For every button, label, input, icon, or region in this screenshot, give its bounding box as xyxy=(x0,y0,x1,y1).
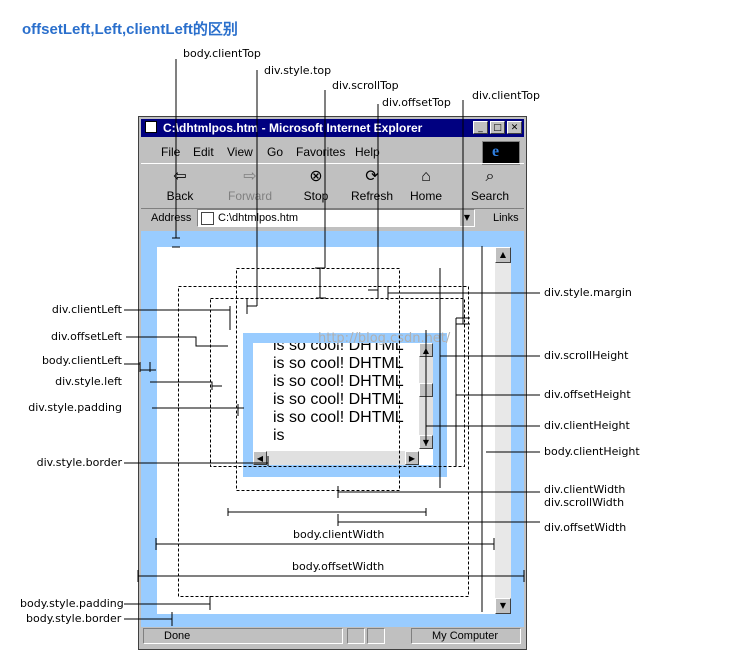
label-div-offsetleft: div.offsetLeft xyxy=(50,330,122,343)
label-div-clientwidth: div.clientWidth xyxy=(544,483,626,496)
label-div-clientleft: div.clientLeft xyxy=(51,303,122,316)
label-div-scrolltop: div.scrollTop xyxy=(332,79,399,92)
minimize-button[interactable]: _ xyxy=(473,121,488,134)
div-horizontal-scrollbar[interactable]: ◀ ▶ xyxy=(253,451,419,465)
search-icon: ⌕ xyxy=(485,168,495,185)
stop-icon: ⊗ xyxy=(309,168,323,185)
stop-button[interactable]: ⊗ Stop xyxy=(303,168,329,203)
label-div-style-left: div.style.left xyxy=(55,375,122,388)
watermark: http://blog.csdn.net/ xyxy=(318,331,451,346)
back-arrow-icon: ⇦ xyxy=(173,168,187,185)
close-button[interactable]: ✕ xyxy=(507,121,522,134)
div-content: is so cool! DHTML is so cool! DHTML is s… xyxy=(253,343,433,465)
scroll-left-icon[interactable]: ◀ xyxy=(253,451,267,465)
label-body-clientwidth: body.clientWidth xyxy=(293,528,385,541)
status-zone: My Computer xyxy=(411,628,521,644)
status-text: Done xyxy=(143,628,343,644)
label-body-style-border: body.style.border xyxy=(26,612,122,625)
label-div-scrollheight: div.scrollHeight xyxy=(544,349,629,362)
label-div-offsetwidth: div.offsetWidth xyxy=(544,521,627,534)
label-div-style-border: div.style.border xyxy=(36,456,122,469)
page-icon xyxy=(201,212,214,225)
refresh-icon: ⟳ xyxy=(365,168,379,185)
status-panel-1 xyxy=(347,628,365,644)
label-body-clientheight: body.clientHeight xyxy=(544,445,640,458)
menu-bar: File Edit View Go Favorites Help e xyxy=(141,139,524,165)
label-div-clientheight: div.clientHeight xyxy=(544,419,630,432)
label-body-clienttop: body.clientTop xyxy=(183,47,261,60)
home-icon: ⌂ xyxy=(421,168,431,185)
menu-favorites[interactable]: Favorites xyxy=(296,145,346,159)
body-scroll-up-icon[interactable]: ▲ xyxy=(495,247,511,263)
div-box: is so cool! DHTML is so cool! DHTML is s… xyxy=(243,333,447,477)
title-bar: C:\dhtmlpos.htm - Microsoft Internet Exp… xyxy=(141,119,524,137)
menu-go[interactable]: Go xyxy=(267,145,284,159)
refresh-button[interactable]: ⟳ Refresh xyxy=(350,168,394,203)
label-div-offsetheight: div.offsetHeight xyxy=(544,388,631,401)
status-bar: Done My Computer xyxy=(141,627,524,647)
div-margin-box xyxy=(236,268,400,491)
home-button[interactable]: ⌂ Home xyxy=(409,168,442,203)
address-input[interactable]: C:\dhtmlpos.htm ▼ xyxy=(197,209,475,227)
address-bar: Address C:\dhtmlpos.htm ▼ Links xyxy=(141,208,524,230)
back-button[interactable]: ⇦ Back xyxy=(166,168,194,203)
label-div-style-top: div.style.top xyxy=(264,64,332,77)
label-div-clienttop: div.clientTop xyxy=(472,89,540,102)
forward-arrow-icon: ⇨ xyxy=(243,168,257,185)
label-body-offsetwidth: body.offsetWidth xyxy=(292,560,385,573)
label-body-style-padding: body.style.padding xyxy=(20,597,124,610)
body-padding-box xyxy=(178,286,469,597)
label-div-scrollwidth: div.scrollWidth xyxy=(544,496,625,509)
label-div-style-padding: div.style.padding xyxy=(28,401,122,414)
label-body-clientleft: body.clientLeft xyxy=(41,354,122,367)
label-div-style-margin: div.style.margin xyxy=(544,286,632,299)
scroll-right-icon[interactable]: ▶ xyxy=(405,451,419,465)
search-button[interactable]: ⌕ Search xyxy=(470,168,510,203)
maximize-button[interactable]: □ xyxy=(490,121,505,134)
ie-window: C:\dhtmlpos.htm - Microsoft Internet Exp… xyxy=(138,116,527,650)
window-title: C:\dhtmlpos.htm - Microsoft Internet Exp… xyxy=(163,121,423,135)
links-button[interactable]: Links xyxy=(493,212,519,224)
body-area: is so cool! DHTML is so cool! DHTML is s… xyxy=(157,247,495,614)
menu-edit[interactable]: Edit xyxy=(193,145,214,159)
label-div-offsettop: div.offsetTop xyxy=(382,96,451,109)
div-text: is so cool! DHTML is so cool! DHTML is s… xyxy=(273,343,404,444)
forward-button[interactable]: ⇨ Forward xyxy=(227,168,272,203)
ie-logo-icon: e xyxy=(482,141,520,165)
client-area: is so cool! DHTML is so cool! DHTML is s… xyxy=(141,231,524,627)
page-title: offsetLeft,Left,clientLeft的区别 xyxy=(22,21,238,38)
menu-help[interactable]: Help xyxy=(355,145,380,159)
status-panel-2 xyxy=(367,628,385,644)
body-scroll-down-icon[interactable]: ▼ xyxy=(495,598,511,614)
toolbar: ⇦ Back ⇨ Forward ⊗ Stop ⟳ Refresh ⌂ Home… xyxy=(141,163,524,209)
document-icon xyxy=(145,121,157,133)
menu-view[interactable]: View xyxy=(227,145,253,159)
address-label: Address xyxy=(151,212,192,224)
